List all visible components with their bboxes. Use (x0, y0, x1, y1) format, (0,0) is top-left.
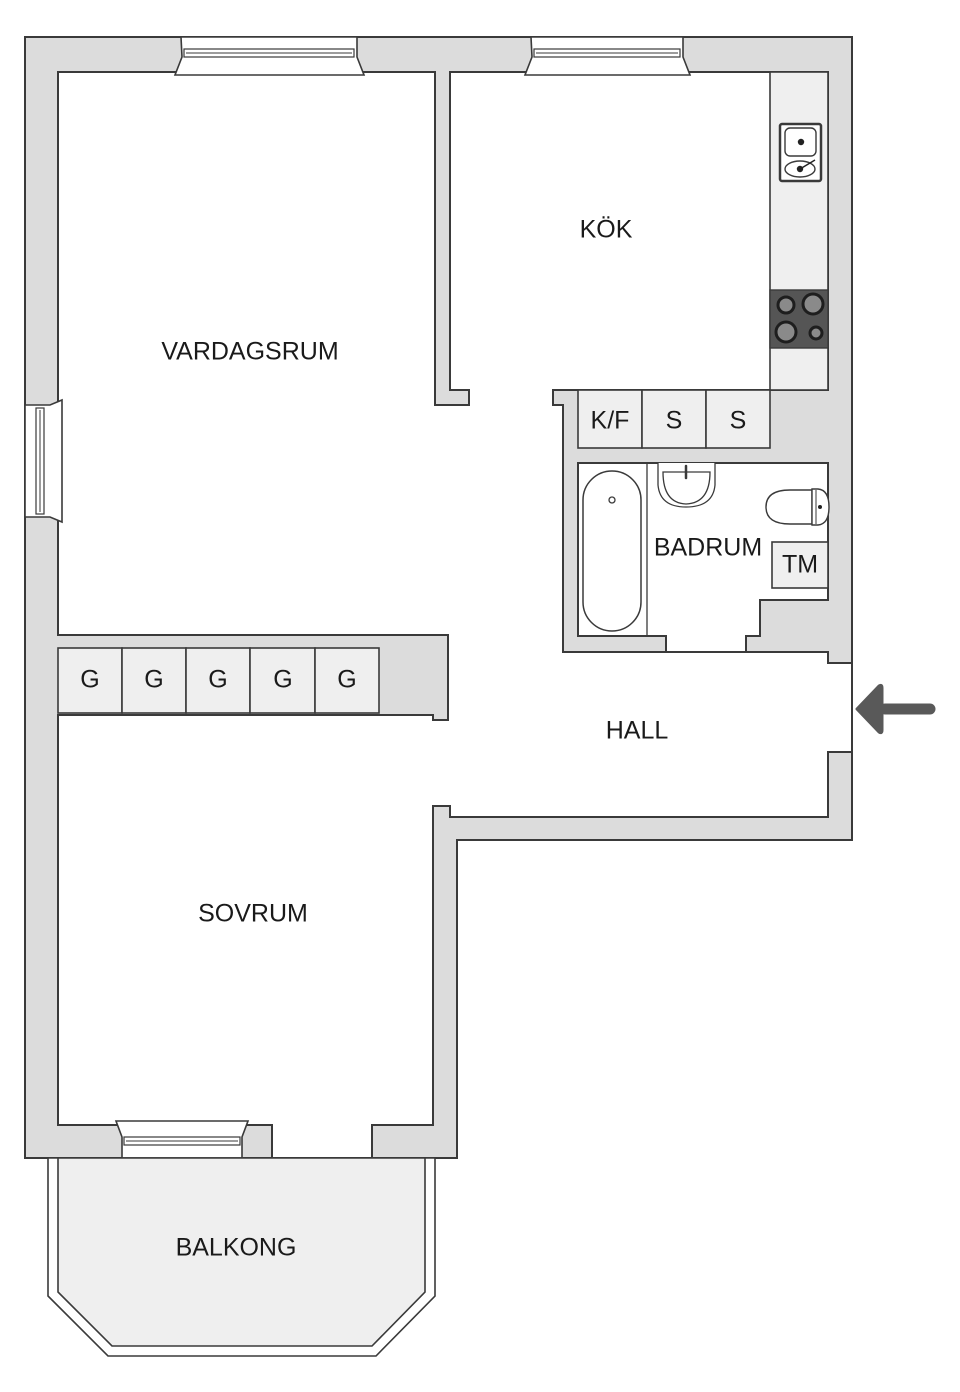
washing-machine (771, 541, 829, 589)
room-label-kok: KÖK (579, 215, 633, 244)
window-kok-top (523, 36, 692, 76)
entrance-arrow-icon (855, 683, 936, 735)
window-vardagsrum-top (173, 36, 366, 76)
window-vardagsrum-left (24, 398, 63, 524)
stove-icon (769, 289, 829, 349)
washbasin-icon (657, 463, 716, 508)
kitchen-cabinets (577, 389, 771, 449)
room-label-sovrum: SOVRUM (198, 899, 308, 928)
room-label-balkong: BALKONG (175, 1233, 297, 1262)
toilet-icon (765, 488, 830, 526)
cabinet-label-s2: S (729, 406, 747, 435)
wardrobe-label-1: G (80, 665, 100, 694)
balcony (47, 1157, 436, 1357)
wardrobe-label-5: G (337, 665, 357, 694)
cabinet-label-kf: K/F (590, 406, 630, 435)
room-label-badrum: BADRUM (653, 533, 763, 562)
room-label-hall: HALL (605, 716, 669, 745)
window-sovrum-bottom (114, 1120, 250, 1159)
wardrobe-label-4: G (273, 665, 293, 694)
bathtub-icon (582, 463, 648, 636)
wardrobes (57, 647, 380, 714)
wardrobe-label-2: G (144, 665, 164, 694)
washing-machine-label: TM (781, 550, 819, 579)
sink-icon (778, 122, 823, 183)
wardrobe-label-3: G (208, 665, 228, 694)
room-label-vardagsrum: VARDAGSRUM (161, 337, 339, 366)
cabinet-label-s1: S (665, 406, 683, 435)
